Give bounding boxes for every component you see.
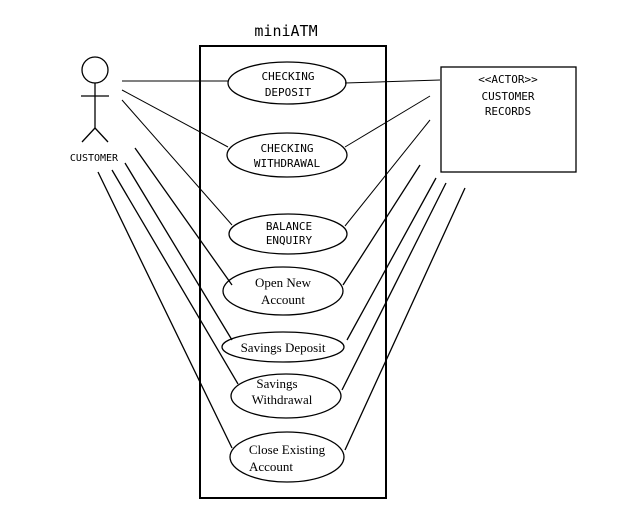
use-case-close-existing-account: Close Existing Account: [229, 431, 345, 483]
records-associations-lower: [341, 164, 466, 451]
assoc-records-savings-deposit: [346, 177, 437, 341]
system-title: miniATM: [254, 22, 317, 40]
use-case-label: DEPOSIT: [265, 86, 312, 99]
use-case-label: ENQUIRY: [266, 234, 313, 247]
use-case-label: Savings: [256, 376, 297, 391]
use-case-label: CHECKING: [261, 142, 314, 155]
assoc-customer-savings-withdrawal: [111, 169, 239, 385]
customer-records-line2: RECORDS: [485, 105, 531, 118]
assoc-records-savings-withdrawal: [341, 182, 447, 391]
assoc-records-checking-deposit: [344, 79, 441, 84]
customer-label: CUSTOMER: [70, 153, 119, 164]
customer-actor: [81, 56, 109, 143]
use-case-label: Open New: [255, 275, 312, 290]
system-boundary: [199, 45, 387, 499]
customer-head: [81, 56, 109, 84]
use-case-label: Close Existing: [249, 442, 326, 457]
assoc-customer-savings-deposit: [124, 162, 233, 341]
customer-records-actor: [440, 66, 577, 173]
use-case-checking-withdrawal: CHECKING WITHDRAWAL: [226, 132, 348, 178]
records-associations: [344, 79, 441, 227]
customer-leg-left: [81, 127, 96, 143]
customer-associations-lower: [97, 147, 239, 449]
assoc-customer-open-new-account: [134, 147, 233, 286]
assoc-records-open-new-account: [342, 164, 421, 286]
use-case-label: CHECKING: [262, 70, 315, 83]
use-case-label: BALANCE: [266, 220, 312, 233]
use-case-savings-withdrawal: Savings Withdrawal: [230, 373, 342, 419]
customer-records-line1: CUSTOMER: [482, 90, 535, 103]
use-case-label: Account: [261, 292, 305, 307]
use-case-label: WITHDRAWAL: [254, 157, 321, 170]
assoc-records-close-existing-account: [344, 187, 466, 451]
customer-records-stereotype: <<ACTOR>>: [478, 73, 538, 86]
assoc-records-checking-withdrawal: [344, 95, 431, 148]
use-case-checking-deposit: CHECKING DEPOSIT: [227, 61, 347, 105]
use-case-balance-enquiry: BALANCE ENQUIRY: [228, 213, 348, 255]
customer-leg-right: [94, 127, 109, 143]
assoc-records-balance-enquiry: [344, 119, 431, 227]
assoc-customer-balance-enquiry: [121, 99, 233, 226]
use-case-label: Account: [249, 459, 293, 474]
use-case-savings-deposit: Savings Deposit: [221, 331, 345, 363]
assoc-customer-checking-withdrawal: [121, 89, 229, 148]
use-case-label: Savings Deposit: [241, 340, 326, 355]
use-case-label: Withdrawal: [252, 392, 313, 407]
assoc-customer-close-existing-account: [97, 171, 233, 449]
use-case-open-new-account: Open New Account: [222, 266, 344, 316]
customer-associations: [121, 80, 233, 226]
